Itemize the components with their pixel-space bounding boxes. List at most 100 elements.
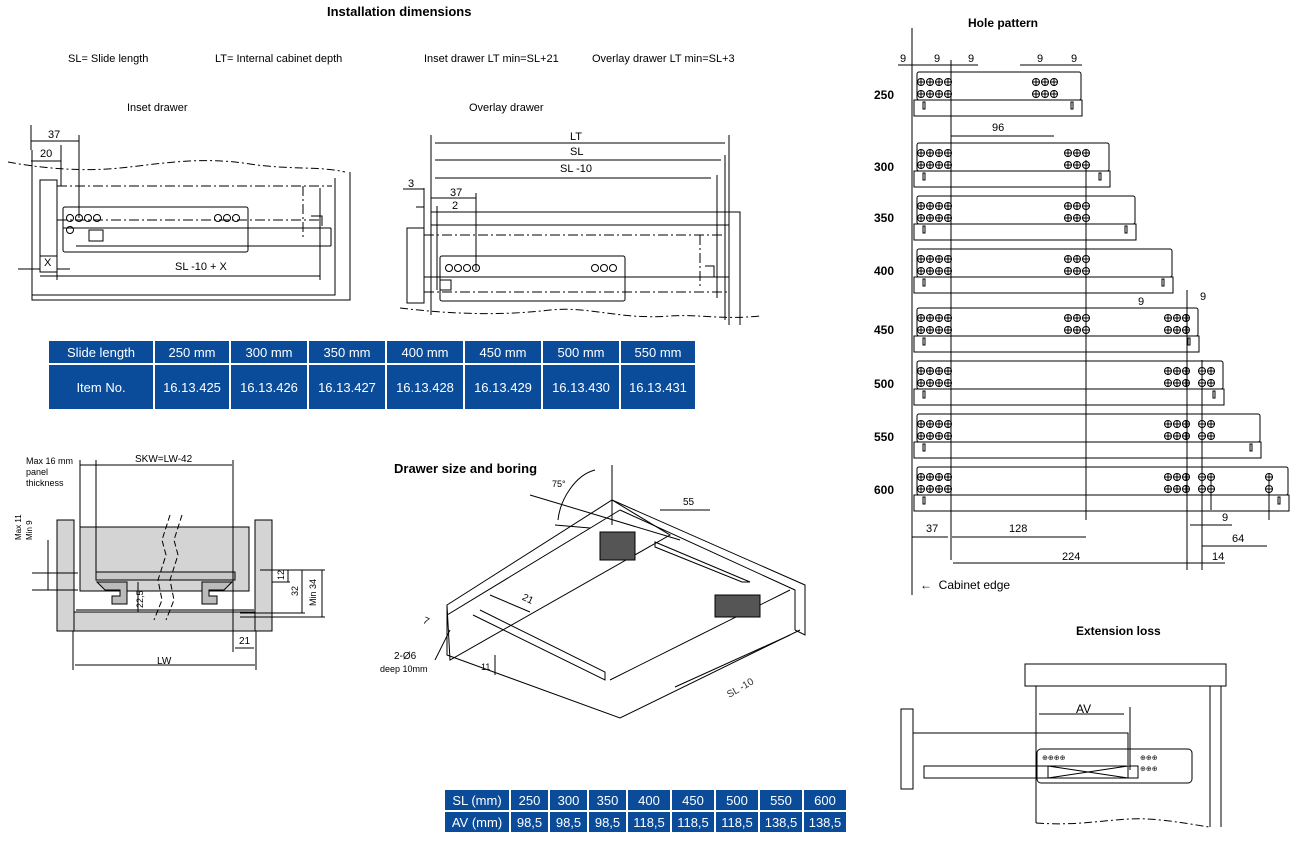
rail-slot xyxy=(922,496,926,505)
av-table: SL (mm) 250 300 350 400 450 500 550 600 … xyxy=(443,788,848,834)
slide-rail xyxy=(913,276,1174,294)
rail-slot xyxy=(1161,278,1165,287)
overlay-drawer-diagram xyxy=(399,135,761,325)
rail-slot xyxy=(1187,337,1191,346)
dim-37-hp: 37 xyxy=(926,523,939,535)
av-table-sl-cell: 550 xyxy=(760,790,802,810)
mounting-hole-cross xyxy=(917,267,925,275)
av-label: AV xyxy=(1076,702,1092,716)
rail-slot xyxy=(1277,496,1281,505)
svg-text:⊕⊕⊕⊕: ⊕⊕⊕⊕ xyxy=(1042,755,1066,762)
mounting-hole-cross xyxy=(926,267,934,275)
mounting-hole-cross xyxy=(917,314,925,322)
mounting-hole-cross xyxy=(917,202,925,210)
mounting-hole-cross xyxy=(917,78,925,86)
mounting-hole-cross xyxy=(917,214,925,222)
item-number-table: Slide length 250 mm 300 mm 350 mm 400 mm… xyxy=(47,339,697,411)
table-size-cell: 450 mm xyxy=(465,341,541,363)
top-dim: 9 xyxy=(1037,53,1044,65)
mounting-hole-cross xyxy=(1207,379,1215,387)
slide-rail xyxy=(913,335,1200,353)
mounting-hole-cross xyxy=(1073,214,1081,222)
mounting-hole-cross xyxy=(935,214,943,222)
dim-3: 3 xyxy=(408,178,415,190)
mounting-hole-cross xyxy=(1073,161,1081,169)
mounting-hole-cross xyxy=(926,161,934,169)
dim-sl: SL xyxy=(570,146,584,158)
mounting-hole-cross xyxy=(926,78,934,86)
slide-size-label: 300 xyxy=(874,160,895,174)
cabinet-edge-label: ← Cabinet edge xyxy=(920,578,1010,592)
mounting-hole-cross xyxy=(1182,379,1190,387)
mounting-hole-cross xyxy=(1164,420,1172,428)
mounting-hole-cross xyxy=(926,473,934,481)
page-title: Installation dimensions xyxy=(327,4,472,19)
mounting-hole-cross xyxy=(935,161,943,169)
mounting-hole-cross xyxy=(1173,367,1181,375)
mounting-hole-cross xyxy=(926,255,934,263)
slide-rail xyxy=(913,223,1137,241)
dim-55: 55 xyxy=(683,497,695,508)
mounting-hole-cross xyxy=(1064,214,1072,222)
rail-slot xyxy=(922,278,926,287)
table-item-cell: 16.13.431 xyxy=(621,365,695,409)
legend-inset-min: Inset drawer LT min=SL+21 xyxy=(424,53,559,65)
mounting-hole-cross xyxy=(917,326,925,334)
dim-37: 37 xyxy=(48,129,61,141)
mounting-hole-cross xyxy=(1173,420,1181,428)
mounting-hole-cross xyxy=(1164,326,1172,334)
mounting-hole-cross xyxy=(1082,149,1090,157)
mounting-hole-cross xyxy=(1073,202,1081,210)
svg-text:⊕⊕⊕: ⊕⊕⊕ xyxy=(1140,766,1158,773)
dim-11: 11 xyxy=(481,662,491,672)
rail-slot xyxy=(1070,101,1074,110)
table-size-cell: 550 mm xyxy=(621,341,695,363)
mounting-hole-cross xyxy=(1073,314,1081,322)
mounting-hole-cross xyxy=(935,367,943,375)
mounting-hole-cross xyxy=(1182,432,1190,440)
slide-size-label: 400 xyxy=(874,264,895,278)
dim-12: 12 xyxy=(276,569,286,580)
legend-sl: SL= Slide length xyxy=(68,53,149,65)
mounting-hole-cross xyxy=(1050,90,1058,98)
table-size-cell: 300 mm xyxy=(231,341,307,363)
dim-21: 21 xyxy=(239,636,251,647)
mounting-hole-cross xyxy=(1164,367,1172,375)
mounting-hole-cross xyxy=(1064,149,1072,157)
mounting-hole-cross xyxy=(1173,485,1181,493)
legend-overlay-min: Overlay drawer LT min=SL+3 xyxy=(592,53,735,65)
mounting-hole-cross xyxy=(1064,202,1072,210)
mounting-hole-cross xyxy=(926,314,934,322)
mounting-hole-cross xyxy=(1173,432,1181,440)
panel-note-line: Max 16 mm xyxy=(26,456,74,466)
mounting-hole-cross xyxy=(1073,255,1081,263)
av-table-av-cell: 138,5 xyxy=(760,812,802,832)
boring-diagram xyxy=(434,465,806,719)
slide-rail xyxy=(913,388,1225,406)
mounting-hole-cross xyxy=(935,432,943,440)
mounting-hole-cross xyxy=(1064,326,1072,334)
top-dim: 9 xyxy=(934,53,941,65)
av-table-av-cell: 118,5 xyxy=(672,812,714,832)
mounting-hole-cross xyxy=(917,473,925,481)
mounting-hole-cross xyxy=(1182,367,1190,375)
mounting-hole-cross xyxy=(926,420,934,428)
table-item-cell: 16.13.428 xyxy=(387,365,463,409)
max11-label: Max 11 xyxy=(14,514,23,540)
slide-size-label: 500 xyxy=(874,377,895,391)
arrow-left-icon: ← xyxy=(920,578,939,592)
slide-rail xyxy=(913,494,1290,512)
dim-min34: Min 34 xyxy=(308,578,318,606)
skw-label: SKW=LW-42 xyxy=(135,454,193,465)
mounting-hole-cross xyxy=(935,473,943,481)
dim-sl10x: SL -10 + X xyxy=(175,261,227,273)
mounting-hole-cross xyxy=(926,379,934,387)
table-size-cell: 250 mm xyxy=(155,341,229,363)
slide-profile xyxy=(916,307,1199,337)
mounting-hole-cross xyxy=(1182,314,1190,322)
av-table-av-cell: 118,5 xyxy=(716,812,758,832)
dim-37-overlay: 37 xyxy=(450,187,463,199)
panel-note-line: thickness xyxy=(26,478,64,488)
mounting-hole-cross xyxy=(1041,78,1049,86)
dim-9-hp: 9 xyxy=(1222,512,1229,524)
